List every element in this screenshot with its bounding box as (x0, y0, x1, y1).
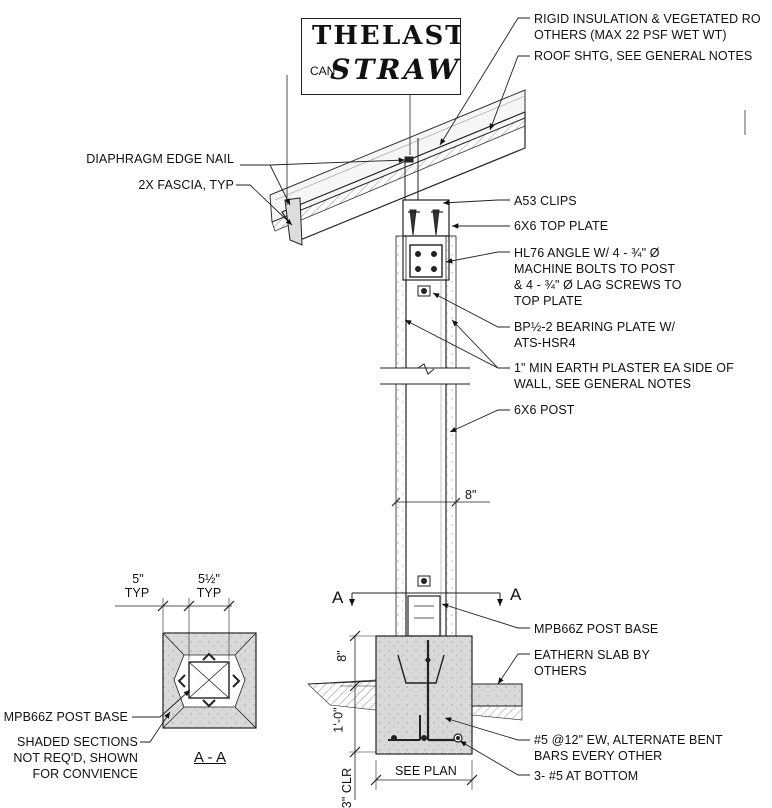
label-post: 6X6 POST (514, 403, 575, 417)
label-hl76-3: & 4 - ¾" Ø LAG SCREWS TO (514, 278, 682, 292)
post (380, 235, 470, 637)
label-roof-shtg: ROOF SHTG, SEE GENERAL NOTES (534, 49, 753, 63)
post-width-dim (391, 497, 490, 507)
label-slab-1: EATHERN SLAB BY (534, 648, 650, 662)
label-dim-5: 5" (132, 572, 144, 586)
section-title: A - A (193, 749, 227, 766)
label-typ-b: TYP (196, 586, 222, 600)
label-hl76-2: MACHINE BOLTS TO POST (514, 262, 676, 276)
label-mpb-left: MPB66Z POST BASE (3, 710, 128, 724)
label-rebar-2: BARS EVERY OTHER (534, 749, 663, 763)
label-fascia: 2X FASCIA, TYP (138, 178, 234, 192)
label-bp-1: BP½-2 BEARING PLATE W/ (514, 320, 676, 334)
section-cut (349, 592, 503, 606)
label-shaded-1: SHADED SECTIONS (17, 735, 138, 749)
label-diaphragm: DIAPHRAGM EDGE NAIL (86, 152, 234, 166)
logo-line3: STRAW (326, 53, 461, 86)
label-dim-5half: 5½" (197, 572, 221, 586)
label-section-a-right: A (510, 585, 522, 604)
label-dim-8-vert: 8" (334, 650, 349, 662)
footing (375, 635, 473, 755)
post-base (407, 595, 441, 637)
label-typ-a: TYP (124, 586, 150, 600)
label-rebar-1: #5 @12" EW, ALTERNATE BENT (534, 733, 723, 747)
label-dim-1-0: 1'-0" (331, 707, 346, 733)
label-shaded-3: FOR CONVIENCE (32, 767, 138, 781)
label-plaster-2: WALL, SEE GENERAL NOTES (514, 377, 692, 391)
label-top-plate: 6X6 TOP PLATE (514, 219, 609, 233)
label-bp-2: ATS-HSR4 (514, 336, 576, 350)
label-section-a-left: A (332, 588, 344, 607)
label-dim-clr: 3" CLR (340, 767, 355, 808)
logo-line1: THE (312, 21, 382, 51)
ground-slab (307, 679, 523, 721)
roof-assembly (269, 70, 746, 246)
label-shaded-2: NOT REQ'D, SHOWN (13, 751, 138, 765)
label-mpb-right: MPB66Z POST BASE (534, 622, 659, 636)
label-a53: A53 CLIPS (514, 194, 577, 208)
section-plan (162, 632, 257, 729)
leaders (132, 17, 530, 776)
footing-dims (340, 630, 478, 800)
label-hl76-1: HL76 ANGLE W/ 4 - ¾" Ø (514, 246, 660, 260)
label-see-plan: SEE PLAN (395, 764, 457, 778)
label-plaster-1: 1" MIN EARTH PLASTER EA SIDE OF (514, 361, 734, 375)
logo-partial: CAN (310, 64, 336, 78)
label-slab-2: OTHERS (534, 664, 587, 678)
label-bottom-bars: 3- #5 AT BOTTOM (534, 769, 639, 783)
logo-line2: LAST (382, 21, 461, 51)
top-plate (402, 199, 450, 297)
label-rigid-insulation-1: RIGID INSULATION & VEGETATED RO (534, 12, 761, 26)
label-hl76-4: TOP PLATE (514, 294, 583, 308)
plan-dims (115, 598, 235, 660)
label-rigid-insulation-2: OTHERS (MAX 22 PSF WET WT) (534, 28, 727, 42)
label-dim-8in: 8" (465, 488, 477, 502)
brand-logo: THE LAST STRAW CAN (301, 18, 461, 95)
